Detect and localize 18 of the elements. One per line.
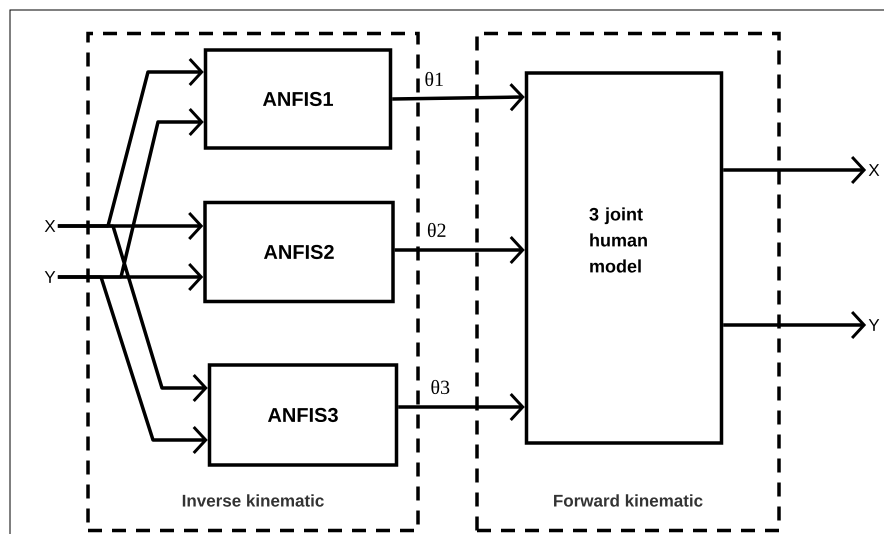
process-box: ANFIS2 xyxy=(203,200,395,304)
arrow xyxy=(58,275,208,454)
io-label: Y xyxy=(868,319,880,331)
arrow xyxy=(392,83,525,112)
arrow xyxy=(723,156,866,184)
arrow xyxy=(723,310,866,340)
edge-label: θ2 xyxy=(426,222,448,238)
model-box: 3 joint human model xyxy=(524,71,724,445)
arrow xyxy=(398,392,525,421)
edge-label: θ1 xyxy=(423,70,446,88)
arrow xyxy=(394,236,525,264)
process-box: ANFIS1 xyxy=(204,48,392,150)
edge-label: θ3 xyxy=(429,378,452,396)
io-label: X xyxy=(868,164,880,176)
process-box: ANFIS3 xyxy=(208,363,398,467)
arrow xyxy=(58,224,208,402)
io-label: Y xyxy=(44,271,56,283)
io-label: X xyxy=(44,220,56,232)
